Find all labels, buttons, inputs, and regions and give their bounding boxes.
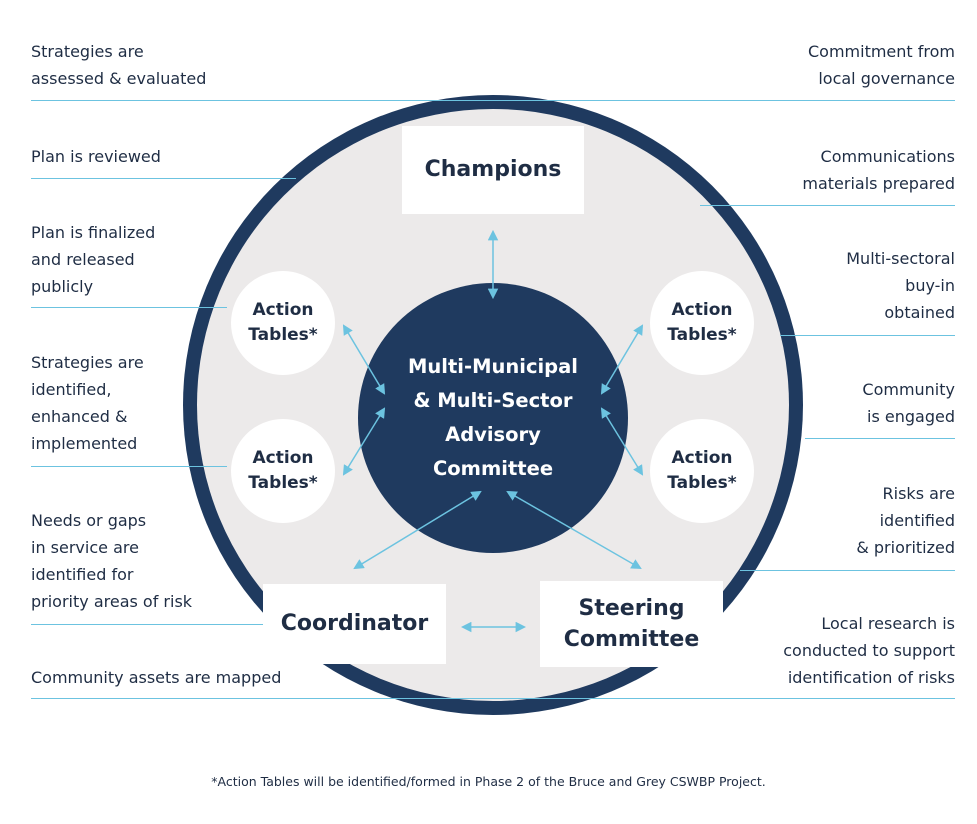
advisory-committee-node: Multi-Municipal & Multi-Sector Advisory … bbox=[408, 355, 578, 480]
arrow-core-action-top-right bbox=[600, 324, 644, 395]
coordinator-box: Coordinator bbox=[263, 584, 446, 664]
footnote: *Action Tables will be identified/formed… bbox=[211, 774, 766, 789]
right-step-label: Communications materials prepared bbox=[802, 147, 955, 193]
left-step-label: Plan is finalized and released publicly bbox=[31, 223, 156, 296]
champions-box: Champions bbox=[402, 126, 584, 214]
left-rule bbox=[31, 624, 263, 625]
left-step-label: Strategies are assessed & evaluated bbox=[31, 42, 207, 88]
right-step-label: Community is engaged bbox=[862, 380, 955, 426]
left-rule bbox=[31, 100, 511, 101]
left-rule bbox=[31, 178, 296, 179]
left-rule bbox=[31, 466, 227, 467]
arrow-core-steering bbox=[506, 490, 642, 570]
right-rule bbox=[700, 205, 955, 206]
steering-committee-box: Steering Committee bbox=[540, 581, 723, 667]
right-step-label: Multi-sectoral buy-in obtained bbox=[846, 249, 955, 322]
right-step-label: Risks are identified & prioritized bbox=[856, 484, 955, 557]
left-rule bbox=[31, 307, 227, 308]
right-step-label: Commitment from local governance bbox=[807, 42, 955, 88]
arrow-core-action-bottom-left bbox=[342, 407, 386, 476]
right-rule bbox=[805, 438, 955, 439]
left-rule bbox=[31, 698, 955, 699]
left-step-label: Strategies are identified, enhanced & im… bbox=[31, 353, 144, 453]
core-circle bbox=[358, 283, 628, 553]
arrow-core-coordinator bbox=[353, 490, 482, 570]
left-step-label: Needs or gaps in service are identified … bbox=[31, 511, 193, 611]
left-step-label: Community assets are mapped bbox=[31, 668, 282, 687]
arrow-core-action-top-left bbox=[342, 324, 386, 395]
action-tables-node: Action Tables* bbox=[650, 271, 754, 375]
arrow-core-action-bottom-right bbox=[600, 407, 644, 476]
right-rule bbox=[780, 335, 955, 336]
right-step-label: Local research is conducted to support i… bbox=[783, 614, 955, 687]
right-rule bbox=[475, 100, 955, 101]
left-step-label: Plan is reviewed bbox=[31, 147, 161, 166]
right-rule bbox=[740, 570, 955, 571]
action-tables-node: Action Tables* bbox=[231, 419, 335, 523]
action-tables-node: Action Tables* bbox=[231, 271, 335, 375]
action-tables-node: Action Tables* bbox=[650, 419, 754, 523]
